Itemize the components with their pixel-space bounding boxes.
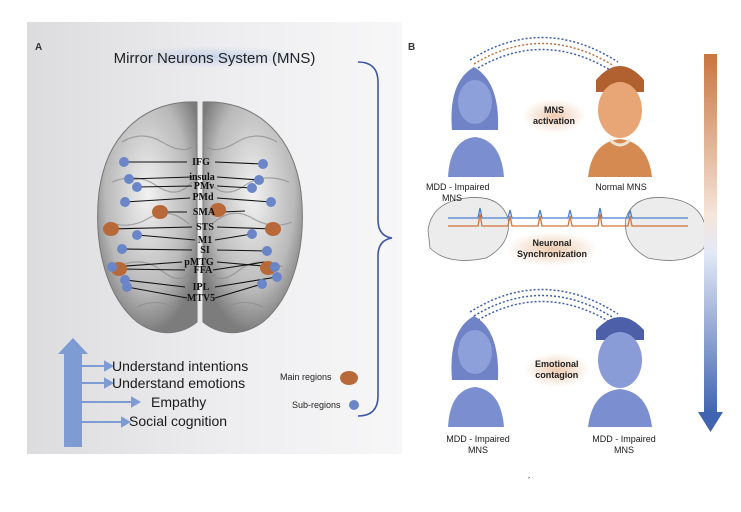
normal-person-top: [588, 66, 652, 177]
function-arrow: [58, 338, 88, 447]
region-label: pMTG: [184, 257, 214, 268]
impaired-person-top: [448, 67, 504, 177]
region-label: M1: [198, 235, 212, 246]
panel-a-letter: A: [35, 42, 43, 53]
top-right-caption: Normal MNS: [595, 182, 647, 192]
function-label: Understand intentions: [112, 358, 249, 374]
function-label: Empathy: [151, 394, 207, 410]
sub-region-dot: [272, 272, 282, 282]
sub-region-dot: [122, 282, 132, 292]
region-labels: IFG insula PMv PMd SMA STS M1 SI pMTG FF…: [184, 157, 216, 304]
function-label: Understand emotions: [112, 375, 246, 391]
region-label: IFG: [192, 157, 210, 168]
sub-region-dot: [132, 182, 142, 192]
region-label: MTV5: [187, 293, 215, 304]
region-label: IPL: [193, 282, 210, 293]
sub-region-dot: [254, 175, 264, 185]
sub-region-dot: [258, 159, 268, 169]
sub-region-dot: [120, 197, 130, 207]
sub-region-dot: [262, 246, 272, 256]
region-label: STS: [196, 222, 214, 233]
legend-main-label: Main regions: [280, 372, 332, 382]
main-region-dot: [103, 222, 119, 236]
synchronized-brains: [427, 197, 707, 261]
sub-region-dot: [247, 229, 257, 239]
sub-region-dot: [107, 262, 117, 272]
sub-region-dot: [117, 244, 127, 254]
bottom-connection-arcs: [469, 288, 619, 323]
panel-a: A Mirror Neurons System (MNS): [27, 22, 402, 454]
sub-region-dots: [107, 157, 282, 292]
sub-region-dot: [266, 197, 276, 207]
main-region-dot: [210, 203, 226, 217]
brain-diagram: IFG insula PMv PMd SMA STS M1 SI pMTG FF…: [58, 101, 359, 447]
sub-region-dot: [119, 157, 129, 167]
function-label: Social cognition: [129, 413, 228, 429]
impaired-person-bottom-right: [588, 317, 652, 427]
region-label: FFA: [194, 265, 213, 276]
sub-region-dot: [132, 230, 142, 240]
gradient-progress-arrow: [698, 54, 723, 432]
region-label: insula: [189, 172, 215, 183]
legend-sub-label: Sub-regions: [292, 400, 341, 410]
panel-b-letter: B: [408, 42, 416, 53]
sub-region-dot: [270, 262, 280, 272]
region-label: PMv: [194, 181, 215, 192]
region-label: PMd: [192, 192, 214, 203]
function-branches: [82, 360, 142, 428]
panel-b: B: [408, 22, 726, 455]
sub-region-dot: [247, 183, 257, 193]
top-connection-arcs: [469, 36, 619, 71]
legend-sub-swatch: [349, 400, 359, 410]
region-connectors: [110, 161, 278, 299]
sub-region-dot: [124, 174, 134, 184]
neural-signals: [448, 207, 688, 227]
region-label: SI: [200, 245, 210, 256]
sub-region-dot: [257, 279, 267, 289]
panel-b-illustration: [427, 36, 723, 432]
title-highlight: [112, 46, 312, 68]
panel-a-title: Mirror Neurons System (MNS): [113, 50, 316, 67]
impaired-person-bottom: [448, 316, 504, 427]
main-region-dot: [265, 222, 281, 236]
main-region-dot: [152, 205, 168, 219]
legend-main-swatch: [340, 371, 358, 385]
region-label: SMA: [193, 207, 216, 218]
